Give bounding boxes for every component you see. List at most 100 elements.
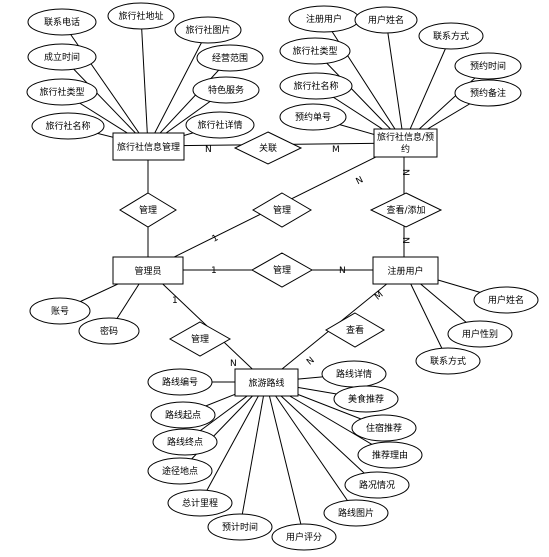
entity-admin-label: 管理员 bbox=[134, 265, 161, 277]
svg-text:旅行社名称: 旅行社名称 bbox=[293, 80, 338, 92]
svg-text:成立时间: 成立时间 bbox=[44, 51, 80, 63]
attribute-agency-address: 旅行社地址 bbox=[107, 2, 175, 30]
entity-agency-info[interactable]: 旅行社信息管理 bbox=[112, 132, 185, 161]
svg-text:住宿推荐: 住宿推荐 bbox=[366, 422, 402, 434]
attribute-booking-contact: 联系方式 bbox=[418, 22, 484, 50]
svg-text:旅行社类型: 旅行社类型 bbox=[292, 45, 337, 57]
svg-text:用户姓名: 用户姓名 bbox=[488, 294, 524, 306]
relationship-manage-agency[interactable]: 管理 bbox=[119, 192, 177, 228]
relationship-manage-user[interactable]: 管理 bbox=[250, 252, 314, 288]
attribute-route-recommend-reason: 推荐理由 bbox=[357, 441, 423, 469]
svg-text:总计里程: 总计里程 bbox=[182, 497, 218, 509]
attribute-route-waypoints: 途径地点 bbox=[147, 457, 213, 485]
attribute-user-name: 用户姓名 bbox=[473, 286, 539, 314]
attribute-agency-business-scope: 经营范围 bbox=[196, 44, 264, 72]
svg-text:预计时间: 预计时间 bbox=[222, 521, 258, 533]
svg-text:推荐理由: 推荐理由 bbox=[372, 449, 408, 461]
attribute-booking-registered-user: 注册用户 bbox=[288, 5, 360, 33]
svg-text:用户评分: 用户评分 bbox=[286, 531, 322, 543]
relationship-manage-booking-label: 管理 bbox=[273, 204, 291, 216]
relationship-view-add[interactable]: 查看/添加 bbox=[369, 192, 443, 228]
attribute-agency-type: 旅行社类型 bbox=[26, 78, 98, 106]
attribute-route-estimated-time: 预计时间 bbox=[207, 513, 273, 541]
svg-text:路线起点: 路线起点 bbox=[165, 409, 201, 421]
svg-text:特色服务: 特色服务 bbox=[208, 84, 244, 96]
attribute-agency-name: 旅行社名称 bbox=[31, 112, 105, 140]
relationship-manage-route-label: 管理 bbox=[191, 333, 209, 345]
svg-text:用户姓名: 用户姓名 bbox=[368, 14, 404, 26]
svg-text:注册用户: 注册用户 bbox=[306, 13, 342, 25]
svg-text:预约备注: 预约备注 bbox=[470, 87, 506, 99]
svg-text:联系方式: 联系方式 bbox=[433, 30, 469, 42]
attribute-route-user-rating: 用户评分 bbox=[271, 523, 337, 551]
relationship-manage-booking[interactable]: 管理 bbox=[252, 192, 312, 228]
attribute-admin-account: 账号 bbox=[29, 297, 91, 325]
attribute-booking-time: 预约时间 bbox=[454, 52, 522, 80]
attribute-route-end: 路线终点 bbox=[152, 428, 218, 456]
svg-text:路况情况: 路况情况 bbox=[359, 479, 395, 491]
relationship-view-add-label: 查看/添加 bbox=[386, 204, 425, 216]
cardinality-link-booking: M bbox=[332, 145, 340, 155]
cardinality-labels: N M 1 N N N 1 N 1 N N M bbox=[172, 145, 410, 369]
cardinality-admin-user-1: 1 bbox=[211, 266, 217, 276]
attribute-route-food-recommend: 美食推荐 bbox=[333, 385, 399, 413]
entity-admin[interactable]: 管理员 bbox=[112, 256, 184, 285]
attribute-agency-special-service: 特色服务 bbox=[192, 76, 260, 104]
cardinality-booking-view-n: N bbox=[400, 169, 410, 176]
attribute-agency-image: 旅行社图片 bbox=[174, 16, 242, 44]
svg-text:联系方式: 联系方式 bbox=[430, 355, 466, 367]
svg-text:途径地点: 途径地点 bbox=[162, 465, 198, 477]
relationship-view[interactable]: 查看 bbox=[325, 312, 385, 348]
attribute-route-road-conditions: 路况情况 bbox=[344, 471, 410, 499]
cardinality-view-user-n: N bbox=[400, 237, 410, 244]
svg-text:经营范围: 经营范围 bbox=[212, 52, 248, 64]
attribute-admin-password: 密码 bbox=[78, 317, 140, 345]
svg-text:用户性别: 用户性别 bbox=[462, 328, 498, 340]
svg-text:预约单号: 预约单号 bbox=[295, 111, 331, 123]
attribute-booking-number: 预约单号 bbox=[279, 103, 347, 131]
cardinality-admin-route-1: 1 bbox=[172, 296, 178, 306]
attribute-route-lodging-recommend: 住宿推荐 bbox=[351, 414, 417, 442]
svg-text:旅行社名称: 旅行社名称 bbox=[45, 120, 90, 132]
entity-agency-info-label: 旅行社信息管理 bbox=[117, 141, 180, 153]
svg-text:旅行社地址: 旅行社地址 bbox=[118, 10, 163, 22]
svg-text:联系电话: 联系电话 bbox=[44, 16, 80, 28]
svg-text:旅行社详情: 旅行社详情 bbox=[197, 119, 242, 131]
attribute-route-start: 路线起点 bbox=[150, 401, 216, 429]
cardinality-route-manage-n: N bbox=[230, 359, 237, 369]
attribute-route-details: 路线详情 bbox=[321, 360, 387, 388]
cardinality-user-view-m: M bbox=[373, 290, 385, 303]
relationship-manage-user-label: 管理 bbox=[273, 264, 291, 276]
svg-text:账号: 账号 bbox=[51, 306, 69, 317]
attribute-booking-agency-type: 旅行社类型 bbox=[279, 37, 351, 65]
entity-registered-user[interactable]: 注册用户 bbox=[372, 256, 439, 285]
attribute-booking-user-name: 用户姓名 bbox=[354, 6, 418, 34]
relationship-manage-route[interactable]: 管理 bbox=[168, 321, 232, 357]
svg-text:预约时间: 预约时间 bbox=[470, 60, 506, 72]
relationship-link[interactable]: 关联 bbox=[233, 131, 303, 165]
attribute-route-total-distance: 总计里程 bbox=[167, 489, 233, 517]
cardinality-admin-booking-n: N bbox=[355, 175, 366, 187]
svg-text:路线详情: 路线详情 bbox=[336, 368, 372, 380]
attribute-agency-contact-phone: 联系电话 bbox=[27, 8, 97, 36]
relationship-manage-agency-label: 管理 bbox=[139, 204, 157, 216]
entity-agency-booking-label-line2: 约 bbox=[401, 143, 410, 155]
relationship-view-label: 查看 bbox=[346, 324, 364, 336]
entity-agency-booking[interactable]: 旅行社信息/预 约 bbox=[373, 128, 438, 158]
entity-tour-route-label: 旅游路线 bbox=[248, 377, 284, 389]
cardinality-info-link: N bbox=[205, 145, 212, 155]
svg-text:路线图片: 路线图片 bbox=[338, 507, 374, 519]
attribute-user-gender: 用户性别 bbox=[447, 320, 513, 348]
svg-text:密码: 密码 bbox=[100, 325, 118, 337]
relationship-link-label: 关联 bbox=[259, 142, 277, 154]
attribute-route-number: 路线编号 bbox=[147, 368, 213, 396]
attribute-route-images: 路线图片 bbox=[323, 499, 389, 527]
svg-text:旅行社图片: 旅行社图片 bbox=[185, 24, 230, 36]
entity-tour-route[interactable]: 旅游路线 bbox=[234, 368, 299, 397]
svg-text:路线编号: 路线编号 bbox=[162, 376, 198, 388]
cardinality-route-view-n: N bbox=[305, 356, 317, 368]
cardinality-admin-booking-1: 1 bbox=[211, 233, 221, 245]
entity-registered-user-label: 注册用户 bbox=[387, 265, 423, 277]
attribute-booking-agency-name: 旅行社名称 bbox=[279, 72, 353, 100]
